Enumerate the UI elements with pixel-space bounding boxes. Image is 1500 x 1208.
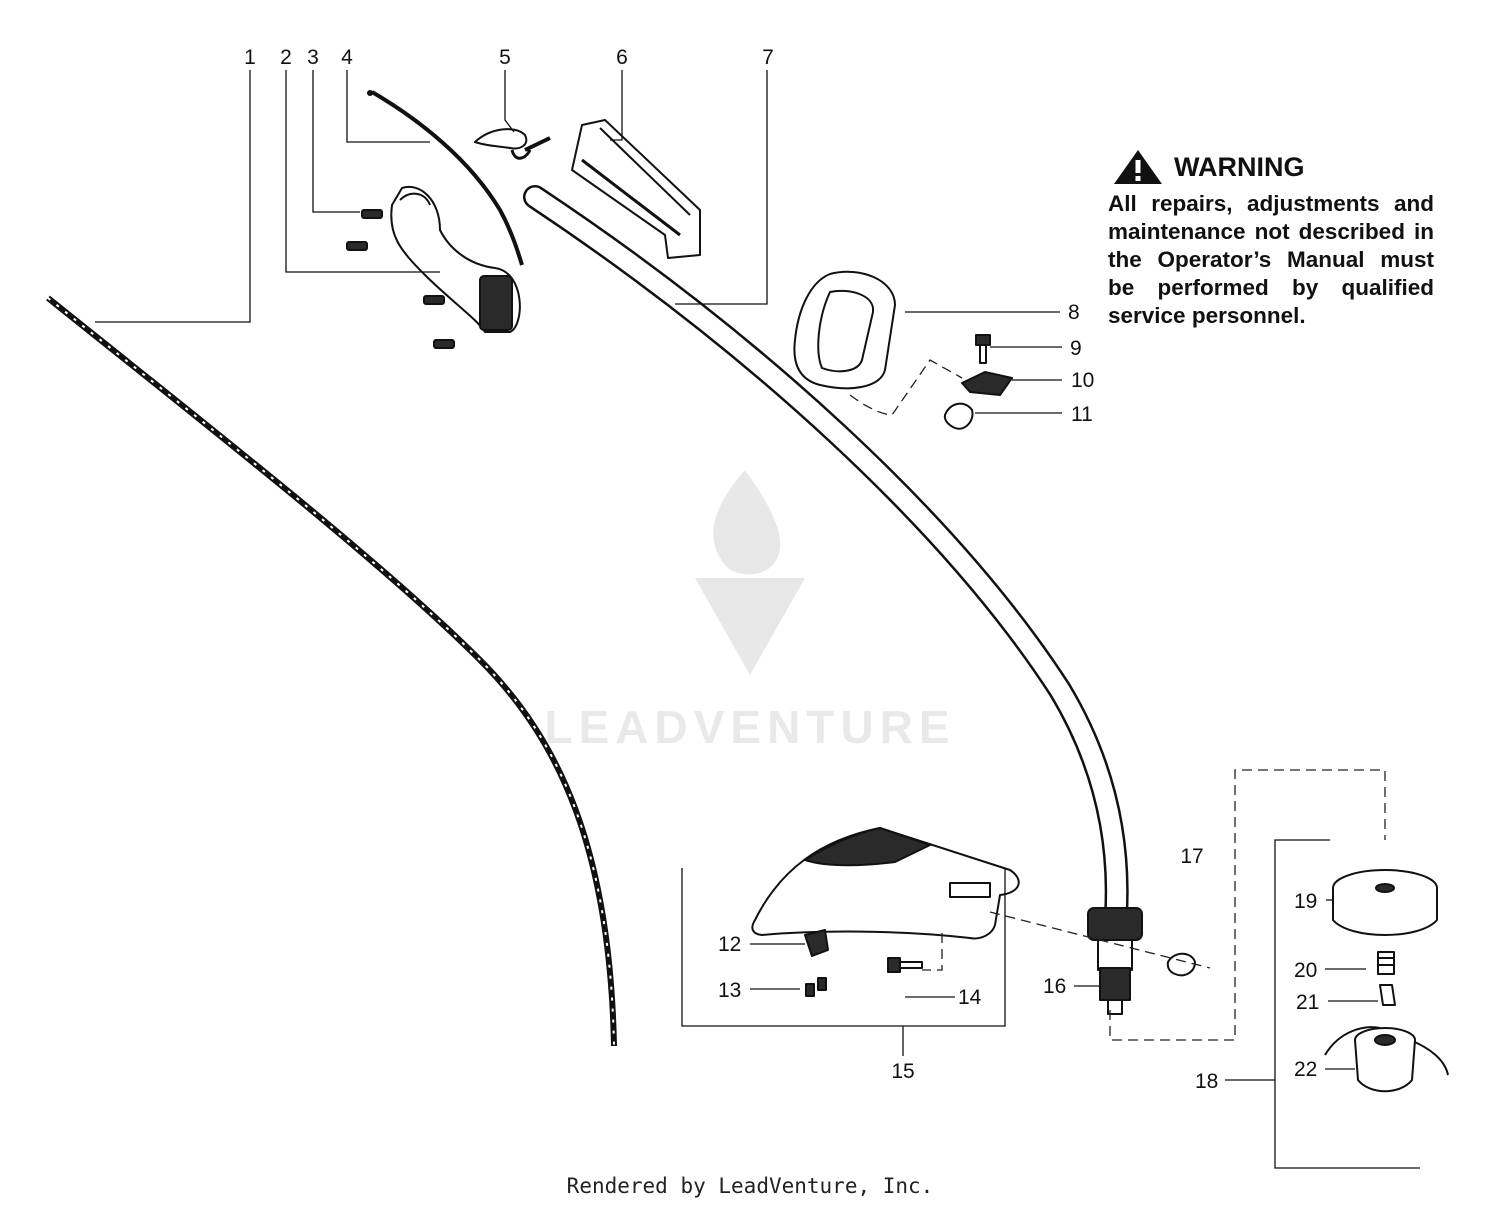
part-1-drive-shaft bbox=[46, 295, 617, 1047]
callout-14: 14 bbox=[958, 986, 982, 1009]
part-13-screws bbox=[805, 977, 827, 997]
part-21-clip bbox=[1379, 984, 1396, 1006]
callout-22: 22 bbox=[1294, 1058, 1317, 1081]
callout-13: 13 bbox=[718, 979, 741, 1002]
part-15-guard-assembly bbox=[751, 827, 1020, 940]
callout-2: 2 bbox=[280, 46, 292, 69]
callout-7: 7 bbox=[762, 46, 774, 69]
assembly-dashed-line-17 bbox=[989, 911, 1211, 969]
part-8-assist-handle bbox=[793, 270, 896, 390]
callout-9: 9 bbox=[1070, 337, 1082, 360]
leader-lines bbox=[95, 70, 1420, 1169]
callout-16: 16 bbox=[1043, 975, 1066, 998]
callout-19: 19 bbox=[1294, 890, 1317, 913]
part-12-clip bbox=[804, 929, 829, 957]
callout-15: 15 bbox=[891, 1060, 914, 1083]
assembly-dashed-line-8 bbox=[849, 359, 963, 416]
warning-triangle-icon bbox=[1114, 150, 1162, 184]
part-17-wing-nut bbox=[1166, 952, 1196, 977]
part-22-spool bbox=[1324, 1026, 1449, 1093]
part-20-spring bbox=[1377, 951, 1395, 975]
callout-3: 3 bbox=[307, 46, 319, 69]
part-7-drive-tube bbox=[523, 185, 1129, 927]
part-5-throttle-trigger bbox=[474, 128, 551, 160]
callout-1: 1 bbox=[244, 46, 256, 69]
assembly-dashed-line-14 bbox=[922, 933, 943, 971]
callout-18: 18 bbox=[1195, 1070, 1218, 1093]
warning-title: WARNING bbox=[1174, 151, 1305, 182]
callout-17: 17 bbox=[1180, 845, 1203, 868]
part-6-bracket bbox=[571, 119, 701, 259]
part-3-screws bbox=[346, 209, 455, 349]
part-11-wing-nut bbox=[943, 402, 974, 430]
callout-21: 21 bbox=[1296, 991, 1319, 1014]
watermark-text: LEADVENTURE bbox=[544, 701, 956, 753]
part-14-bolt bbox=[887, 957, 923, 973]
callout-10: 10 bbox=[1071, 369, 1094, 392]
callout-6: 6 bbox=[616, 46, 628, 69]
part-4-throttle-cable bbox=[367, 90, 524, 266]
part-2-handle bbox=[390, 185, 521, 333]
leadventure-logo-watermark bbox=[695, 470, 805, 675]
callout-8: 8 bbox=[1068, 301, 1080, 324]
footer-credit: Rendered by LeadVenture, Inc. bbox=[566, 1174, 934, 1198]
part-19-spool-cover bbox=[1332, 869, 1438, 936]
callout-4: 4 bbox=[341, 46, 353, 69]
part-9-bolt bbox=[975, 334, 991, 364]
warning-box: WARNING All repairs, adjustments and mai… bbox=[1108, 148, 1434, 330]
warning-message: All repairs, adjustments and maintenance… bbox=[1108, 191, 1434, 328]
callout-5: 5 bbox=[499, 46, 511, 69]
part-10-clamp bbox=[961, 371, 1013, 396]
callout-12: 12 bbox=[718, 933, 741, 956]
assembly-dashed-line-18 bbox=[1109, 769, 1386, 1041]
part-16-gearhead bbox=[1087, 907, 1143, 1015]
warning-heading: WARNING bbox=[1112, 148, 1434, 186]
callout-11: 11 bbox=[1071, 403, 1093, 426]
callout-20: 20 bbox=[1294, 959, 1317, 982]
